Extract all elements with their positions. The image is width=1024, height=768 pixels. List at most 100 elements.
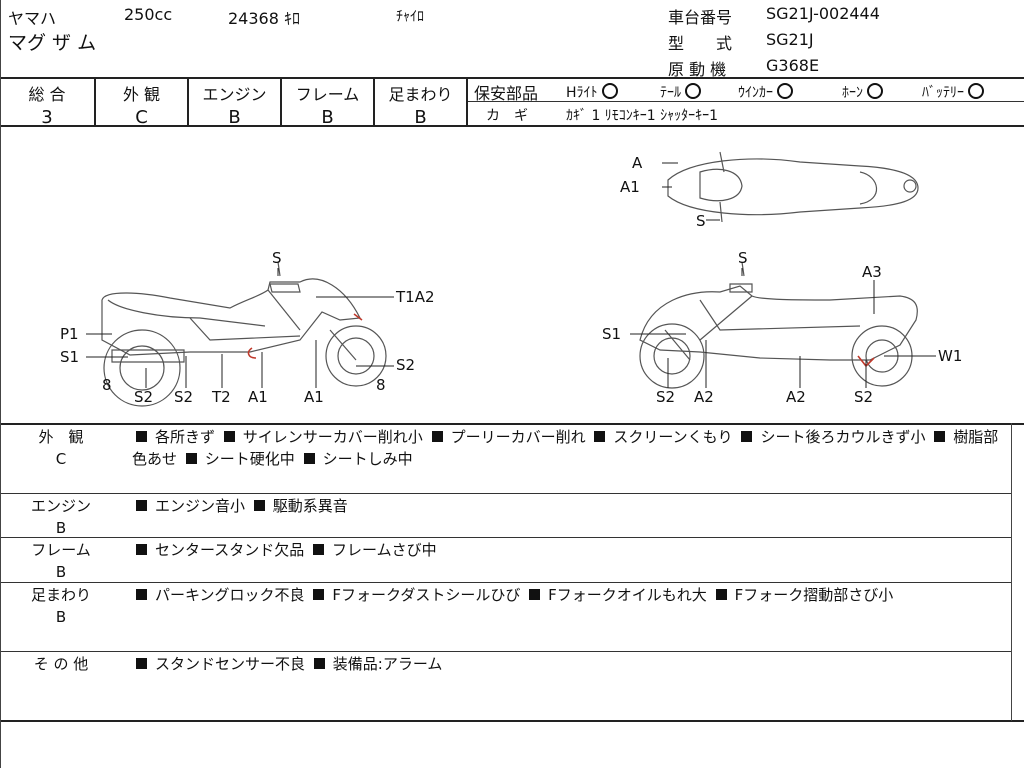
bullet-square-icon	[594, 431, 606, 442]
divider	[0, 651, 1012, 652]
divider	[187, 78, 189, 126]
model-type-label: 型 式	[668, 34, 733, 53]
damage-code: S	[272, 249, 282, 267]
remark-item: Fフォークオイルもれ大	[525, 586, 707, 604]
divider	[0, 77, 1024, 79]
remark-text: Fフォークダストシールひび	[332, 586, 521, 604]
remark-text: センタースタンド欠品	[155, 541, 305, 559]
grade-frame: フレーム B	[282, 78, 373, 128]
safety-item-label: ﾎｰﾝ	[842, 85, 863, 101]
damage-code: 8	[102, 376, 112, 394]
damage-code: T1A2	[395, 288, 435, 306]
damage-code: A2	[694, 388, 714, 406]
grade-label: 外 観	[122, 85, 161, 104]
section-grade: B	[55, 563, 67, 581]
ok-circle-icon	[777, 83, 793, 99]
engine-label: 原 動 機	[668, 60, 727, 79]
grade-value: B	[321, 107, 334, 128]
displacement: 250cc	[124, 5, 173, 24]
remark-item: 装備品:アラーム	[310, 655, 442, 673]
section-grade: C	[55, 450, 67, 468]
damage-codes: A A1 S S T1A2 P1 S1 S2 8 S2 S2 T2 A1 A1 …	[60, 154, 962, 406]
vehicle-color: ﾁｬｲﾛ	[396, 9, 424, 25]
remark-item: シート硬化中	[182, 450, 295, 468]
remark-text: シートしみ中	[322, 450, 413, 468]
bullet-square-icon	[741, 431, 753, 442]
ok-circle-icon	[867, 83, 883, 99]
remark-text: サイレンサーカバー削れ小	[242, 428, 423, 446]
remark-item: 樹脂部色あせ	[132, 428, 998, 468]
remark-text: スクリーンくもり	[613, 428, 733, 446]
safety-item: ﾊﾞｯﾃﾘｰ	[922, 82, 984, 102]
safety-item-label: Hﾗｲﾄ	[566, 85, 598, 101]
remark-text: スタンドセンサー不良	[155, 655, 306, 673]
grade-label: フレーム	[295, 85, 360, 104]
scooter-left-view	[101, 261, 387, 407]
remark-text: Fフォークオイルもれ大	[548, 586, 707, 604]
divider	[0, 720, 1024, 722]
maker-name: ヤマハ	[8, 9, 57, 28]
damage-diagram: A A1 S S T1A2 P1 S1 S2 8 S2 S2 T2 A1 A1 …	[60, 151, 962, 407]
safety-item: ｳｲﾝｶｰ	[738, 82, 793, 102]
grade-value: B	[228, 107, 241, 128]
divider	[0, 582, 1012, 583]
damage-code: S1	[60, 348, 79, 366]
remark-text: Fフォーク摺動部さび小	[734, 586, 894, 604]
remark-item: シート後ろカウルきず小	[737, 428, 925, 446]
remark-item: 各所きず	[132, 428, 215, 446]
remark-text: パーキングロック不良	[155, 586, 305, 604]
bullet-square-icon	[529, 589, 541, 600]
grade-label: 総 合	[28, 85, 66, 104]
section-suspension-title: 足まわり B	[14, 584, 108, 628]
damage-code: S	[696, 212, 706, 230]
remark-item: Fフォークダストシールひび	[309, 586, 520, 604]
section-engine-items: エンジン音小 駆動系異音	[132, 495, 1012, 517]
remark-text: 駆動系異音	[272, 497, 348, 515]
divider	[94, 78, 96, 126]
safety-item-label: ﾃｰﾙ	[660, 85, 681, 101]
ok-circle-icon	[685, 83, 701, 99]
remark-text: 樹脂部色あせ	[132, 428, 999, 468]
section-title: フレーム	[31, 541, 91, 559]
remark-item: センタースタンド欠品	[132, 541, 304, 559]
grade-label: エンジン	[202, 85, 267, 104]
mileage: 24368 ｷﾛ	[228, 9, 300, 28]
section-suspension-items: パーキングロック不良 Fフォークダストシールひび Fフォークオイルもれ大 Fフォ…	[132, 584, 1012, 606]
grade-value: C	[135, 107, 148, 128]
bullet-square-icon	[934, 431, 946, 442]
grade-total: 総 合 3	[0, 78, 94, 128]
grade-value: 3	[41, 107, 53, 128]
bullet-square-icon	[136, 544, 147, 555]
remark-text: シート後ろカウルきず小	[760, 428, 926, 446]
damage-code: A1	[248, 388, 268, 406]
safety-item-label: ﾊﾞｯﾃﾘｰ	[922, 85, 964, 101]
remark-text: フレームさび中	[332, 541, 437, 559]
leader-lines	[86, 162, 936, 388]
section-frame-title: フレーム B	[14, 539, 108, 583]
section-grade: B	[55, 608, 67, 626]
bullet-square-icon	[303, 453, 315, 464]
remark-item: フレームさび中	[309, 541, 437, 559]
damage-code: S2	[396, 356, 415, 374]
grade-value: B	[414, 107, 427, 128]
remark-text: プーリーカバー削れ	[450, 428, 586, 446]
divider	[0, 423, 1024, 425]
engine-code: G368E	[766, 56, 820, 75]
model-type: SG21J	[766, 30, 814, 49]
bullet-square-icon	[313, 544, 325, 555]
border	[0, 0, 1, 768]
remark-item: シートしみ中	[300, 450, 413, 468]
remark-text: エンジン音小	[155, 497, 246, 515]
bullet-square-icon	[136, 658, 147, 669]
remark-item: エンジン音小	[132, 497, 245, 515]
divider	[0, 125, 1024, 127]
damage-code: 8	[376, 376, 386, 394]
remark-item: Fフォーク摺動部さび小	[712, 586, 894, 604]
remark-item: パーキングロック不良	[132, 586, 305, 604]
safety-item: ﾃｰﾙ	[660, 82, 701, 102]
damage-code: W1	[938, 347, 962, 365]
ok-circle-icon	[968, 83, 984, 99]
damage-code: A1	[304, 388, 324, 406]
divider	[466, 101, 1024, 102]
damage-code: A1	[620, 178, 640, 196]
